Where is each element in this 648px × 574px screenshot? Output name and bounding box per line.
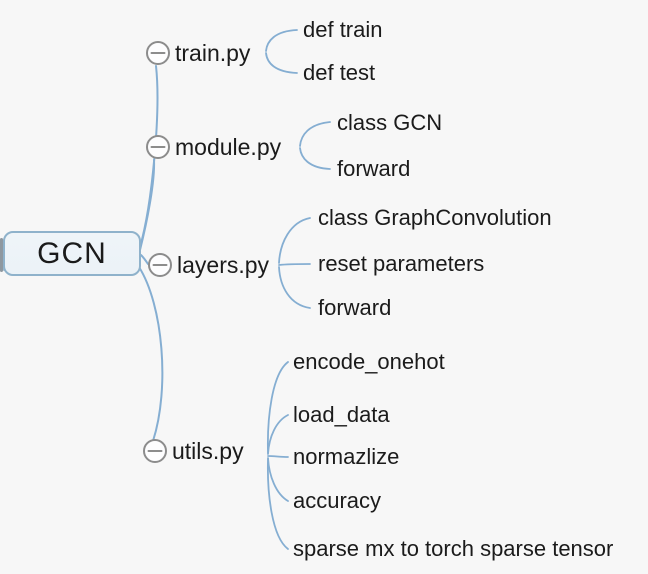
- connector-root-module: [139, 159, 156, 251]
- connector-train-def-test: [265, 52, 298, 74]
- branch-train-py[interactable]: train.py: [145, 40, 250, 66]
- branch-layers-py[interactable]: layers.py: [147, 252, 269, 278]
- leaf-load-data[interactable]: load_data: [293, 402, 390, 427]
- branch-utils-py[interactable]: utils.py: [142, 438, 244, 464]
- connector-utils-encode-onehot: [266, 361, 289, 454]
- offscreen-node-edge: [0, 238, 3, 272]
- collapse-minus-icon[interactable]: [147, 252, 173, 278]
- leaf-normazlize[interactable]: normazlize: [293, 444, 400, 469]
- root-node-label: GCN: [37, 236, 107, 270]
- connector-utils-load-data: [267, 414, 289, 455]
- collapse-minus-icon[interactable]: [142, 438, 168, 464]
- collapse-minus-icon[interactable]: [145, 134, 171, 160]
- branch-label[interactable]: module.py: [175, 134, 282, 160]
- connector-module-class-gcn: [299, 121, 331, 147]
- leaf-class-graphconvolution[interactable]: class GraphConvolution: [318, 205, 552, 230]
- connector-layers-class-graphconvolution: [278, 217, 311, 264]
- connector-root-utils: [138, 266, 164, 442]
- leaf-layers-forward[interactable]: forward: [318, 295, 392, 320]
- leaf-sparse-mx-to-torch-sparse-tensor[interactable]: sparse mx to torch sparse tensor: [293, 536, 614, 561]
- leaf-def-train[interactable]: def train: [303, 17, 383, 42]
- collapse-minus-icon[interactable]: [145, 40, 171, 66]
- connector-root-layers: [140, 254, 149, 265]
- leaf-class-gcn[interactable]: class GCN: [337, 110, 443, 135]
- leaf-reset-parameters[interactable]: reset parameters: [318, 251, 485, 276]
- leaf-accuracy[interactable]: accuracy: [293, 488, 382, 513]
- connector-utils-accuracy: [267, 457, 289, 502]
- connector-train-def-train: [265, 29, 298, 52]
- connector-utils-sparse: [266, 458, 289, 550]
- branch-label[interactable]: train.py: [175, 40, 251, 66]
- leaf-module-forward[interactable]: forward: [337, 156, 411, 181]
- branch-module-py[interactable]: module.py: [145, 134, 281, 160]
- root-node-gcn[interactable]: GCN: [3, 231, 141, 276]
- connector-layers-forward: [278, 266, 311, 309]
- connector-layers-reset-parameters: [278, 263, 311, 266]
- leaf-encode-onehot[interactable]: encode_onehot: [293, 349, 445, 374]
- branch-label[interactable]: utils.py: [172, 438, 244, 464]
- connector-module-forward: [299, 147, 331, 170]
- branch-label[interactable]: layers.py: [177, 252, 270, 278]
- connector-utils-normazlize: [267, 455, 289, 458]
- leaf-def-test[interactable]: def test: [303, 60, 376, 85]
